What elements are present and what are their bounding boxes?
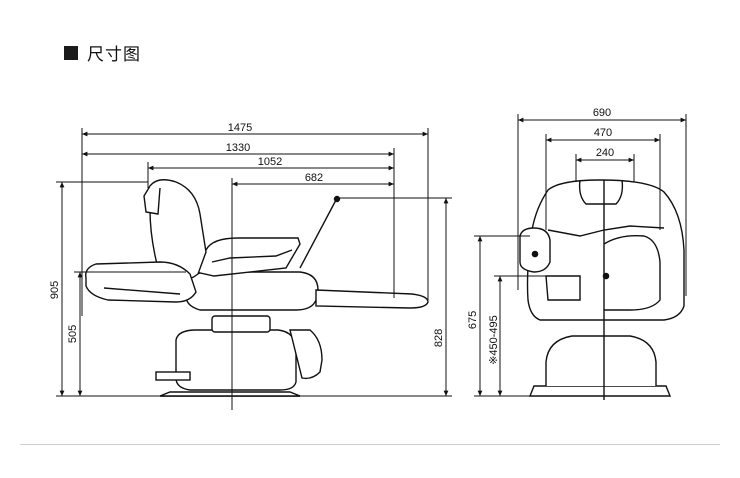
dim-682-label: 682 [305, 172, 323, 184]
front-seat-left [545, 275, 581, 301]
dim-1475-label: 1475 [228, 122, 252, 134]
side-leg-cushion [85, 261, 197, 303]
dim-905-label: 905 [49, 281, 61, 299]
dim-690-label: 690 [593, 107, 611, 119]
front-view [519, 179, 685, 400]
side-pedal [155, 371, 191, 381]
front-pedestal [545, 335, 657, 386]
dim-1330-label: 1330 [226, 142, 250, 154]
front-base-plate [528, 385, 672, 397]
front-seat-right [603, 234, 661, 311]
side-headrest [143, 185, 161, 215]
side-vertical-dims [56, 181, 452, 397]
front-left-arm [519, 227, 551, 273]
front-headrest [578, 179, 624, 205]
dim-1052-label: 1052 [258, 156, 282, 168]
dim-675-label: 675 [467, 311, 479, 329]
side-pedestal [175, 329, 297, 391]
dim-828-label: 828 [433, 329, 445, 347]
dim-470-label: 470 [594, 127, 612, 139]
dim-240-label: 240 [596, 147, 614, 159]
front-arm-bolt [531, 250, 539, 258]
bottom-divider [20, 444, 720, 445]
heading-text: 尺寸图 [87, 45, 141, 65]
dim-450-495-label: ※450-495 [488, 315, 500, 365]
side-footrest [315, 289, 429, 309]
side-leg-seam [103, 287, 181, 295]
heading-square-icon [64, 45, 78, 60]
side-base-plate [159, 391, 301, 397]
section-heading: 尺寸图 [64, 40, 141, 65]
side-column [211, 315, 271, 333]
side-seat [185, 271, 319, 311]
dim-505-label: 505 [67, 325, 79, 343]
side-view [85, 179, 429, 397]
side-lever-knob [333, 195, 341, 203]
side-leg-support [289, 329, 323, 380]
side-armrest-panel [211, 249, 293, 263]
front-horizontal-dims [517, 114, 687, 296]
side-backrest [149, 179, 207, 282]
front-vertical-dims [474, 235, 546, 397]
side-horizontal-dims [81, 128, 429, 410]
side-control-lever [299, 199, 337, 269]
